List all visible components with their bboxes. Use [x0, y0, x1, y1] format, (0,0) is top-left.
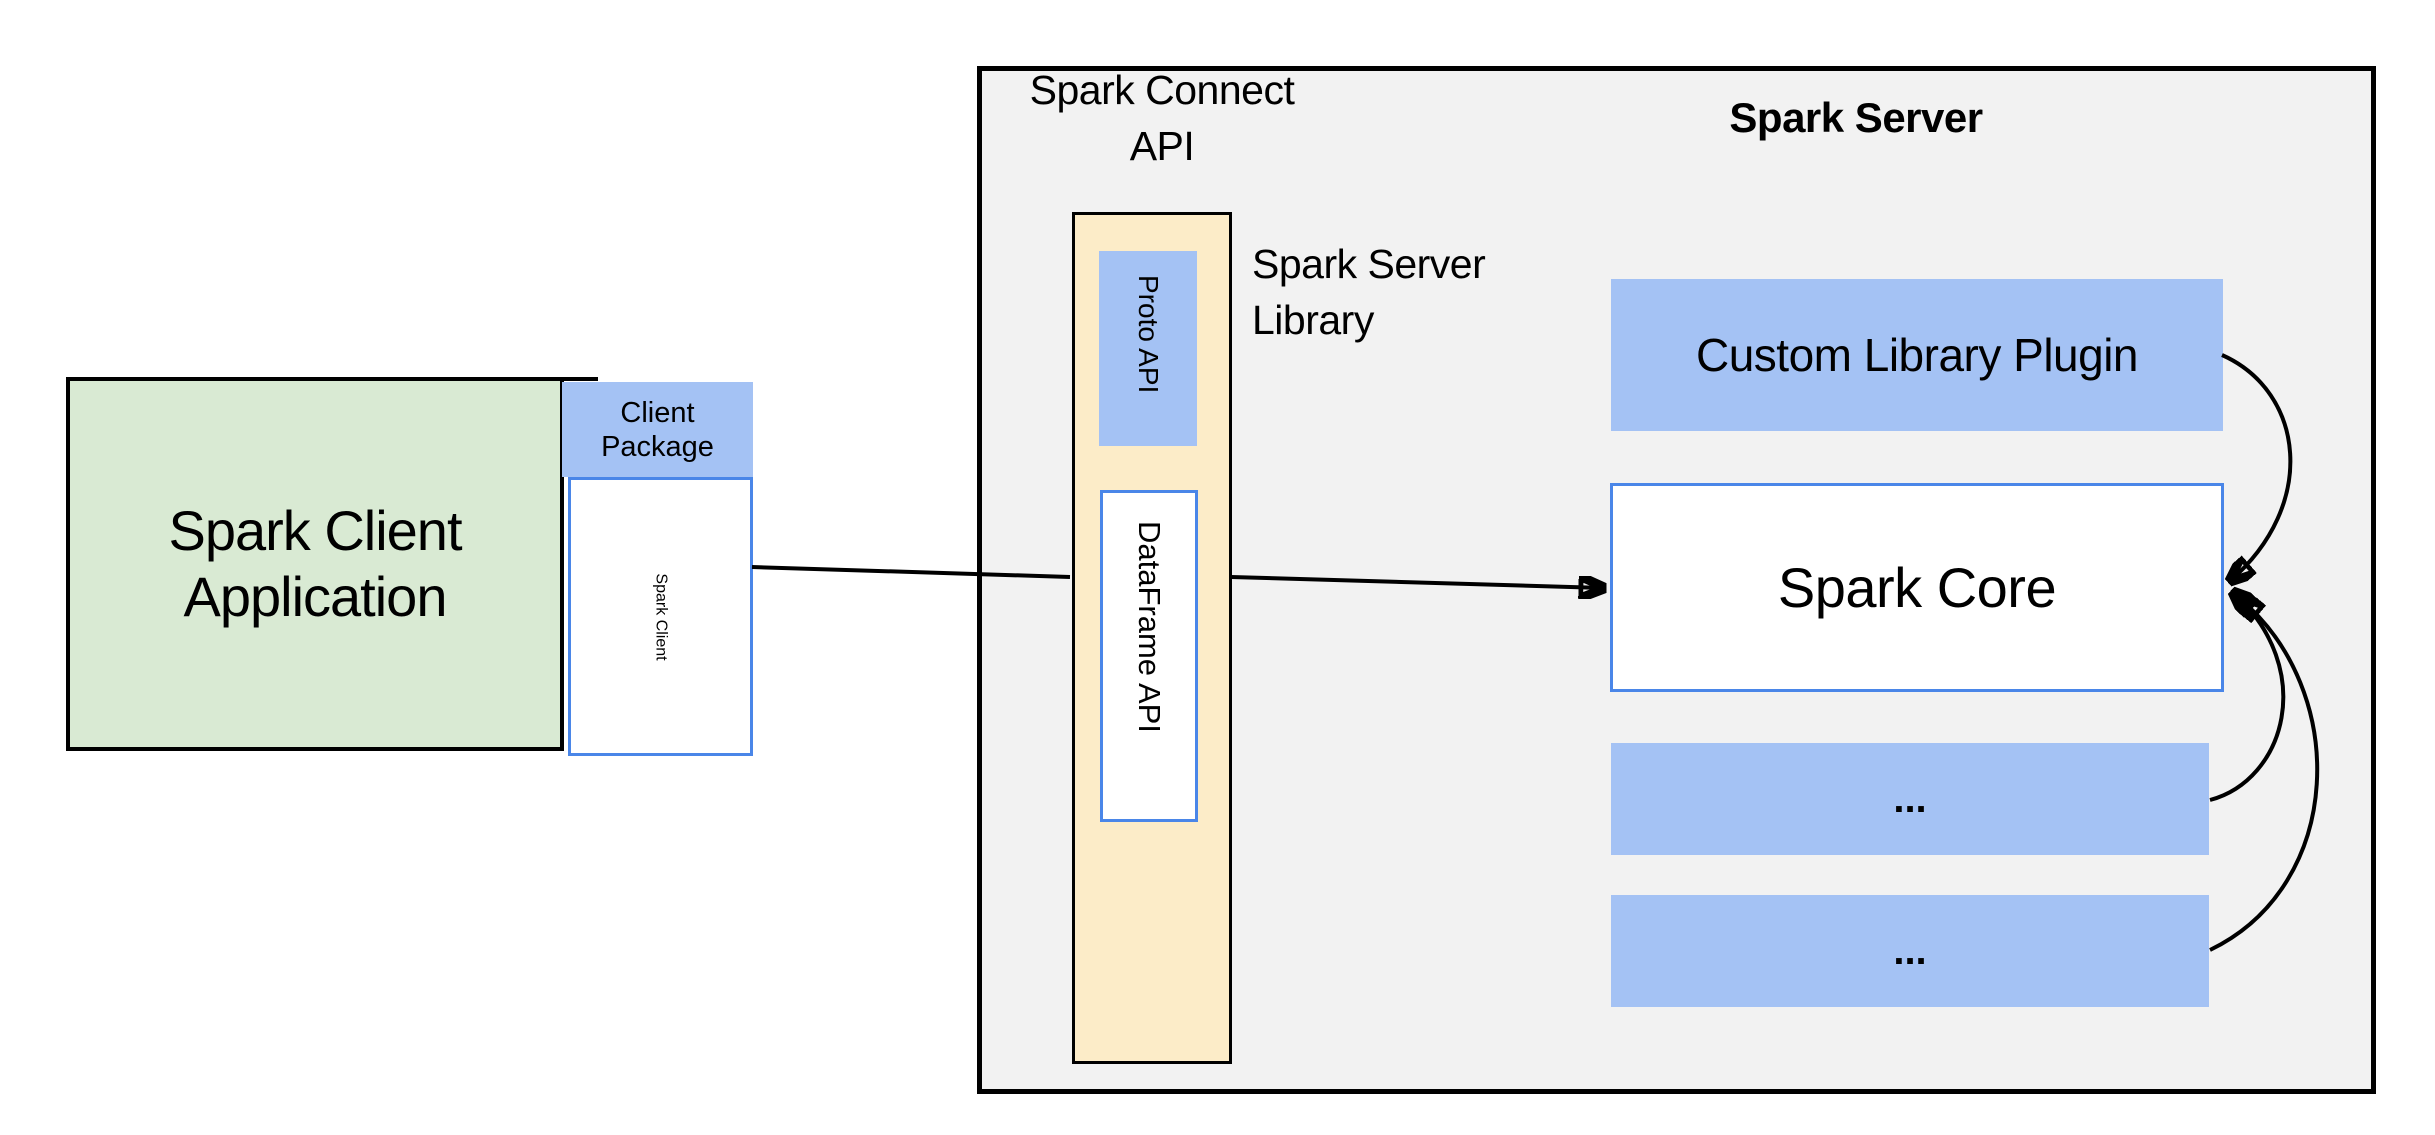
dataframe-api-label: DataFrame API [1132, 521, 1167, 733]
spark-server-title: Spark Server [1729, 94, 1983, 141]
custom-library-plugin-box: Custom Library Plugin [1611, 279, 2223, 431]
dataframe-api-box: DataFrame API [1100, 490, 1198, 822]
spark-core-box: Spark Core [1610, 483, 2224, 692]
spark-client-box: Spark Client [568, 477, 753, 756]
client-package-box: Client Package [562, 382, 753, 477]
spark-client-application-box [66, 377, 564, 751]
spark-client-application-label: Spark Client Application [168, 499, 462, 628]
proto-api-label: Proto API [1133, 275, 1164, 394]
spark-connect-api-label: Spark Connect API [1029, 67, 1295, 169]
proto-api-box: Proto API [1099, 251, 1197, 446]
spark-client-label: Spark Client [652, 572, 670, 661]
ellipsis-box-2: ... [1611, 895, 2209, 1007]
spark-server-library-label: Spark Server Library [1252, 241, 1486, 343]
ellipsis-box-1: ... [1611, 743, 2209, 855]
